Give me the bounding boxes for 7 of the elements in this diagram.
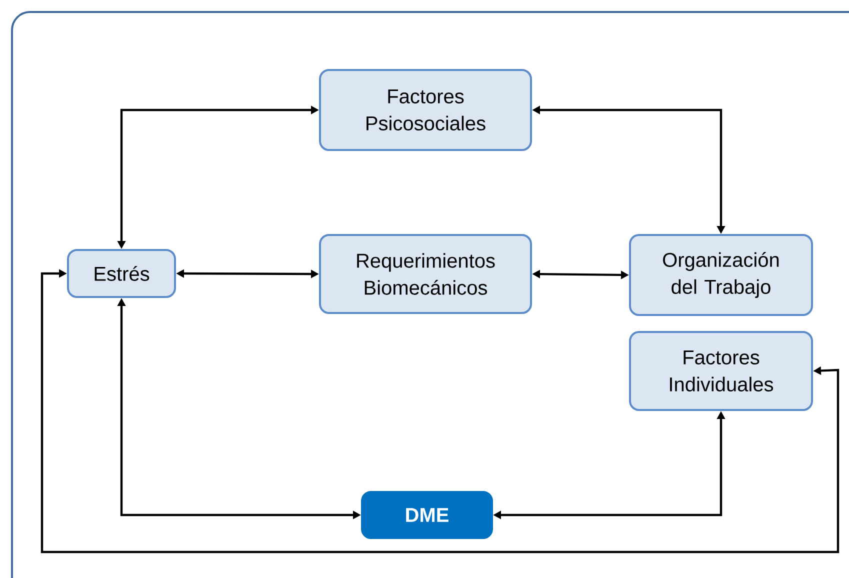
process-box: Factores Individuales [629, 331, 813, 411]
process-box: Requerimientos Biomecánicos [319, 234, 532, 314]
process-box: Organización del Trabajo [629, 234, 813, 316]
process-box: DME [361, 491, 493, 539]
arrow [40, 269, 840, 554]
process-box: Estrés [67, 249, 176, 298]
process-box: Factores Psicosociales [319, 69, 532, 151]
